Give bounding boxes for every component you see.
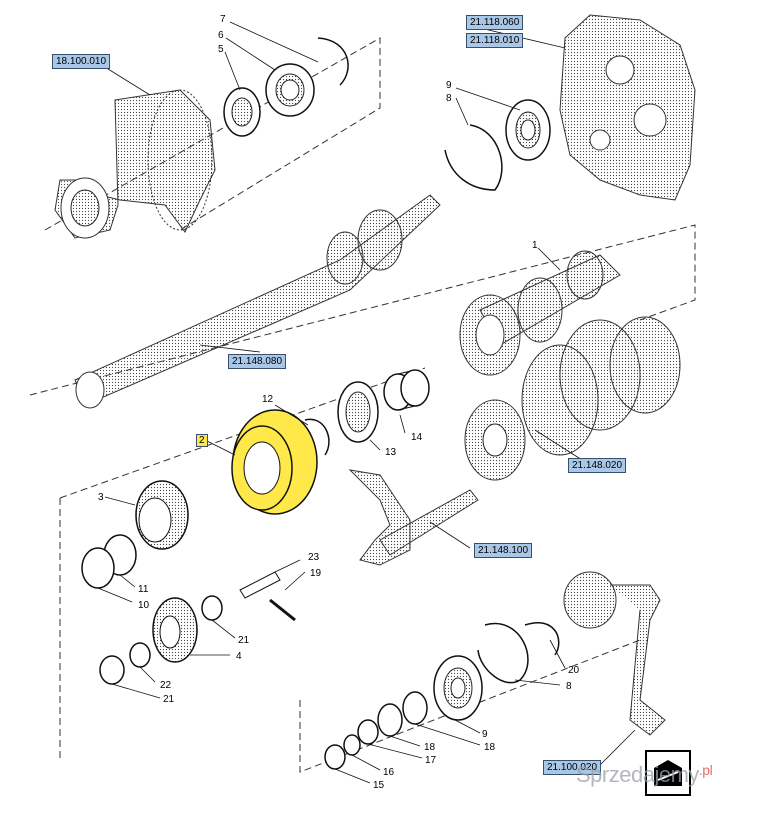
lever-assembly — [563, 571, 666, 736]
housing-left — [54, 89, 216, 239]
ref-box-18-100-010[interactable]: 18.100.010 — [52, 54, 111, 69]
callout-10: 10 — [138, 600, 150, 611]
ref-box-21-148-080[interactable]: 21.148.080 — [228, 354, 287, 369]
ref-box-21-118-060[interactable]: 21.118.060 — [466, 15, 524, 30]
watermark-text: Sprzedajemy.pl — [576, 762, 713, 788]
shift-fork-assembly — [348, 469, 479, 566]
watermark-tld: .pl — [698, 762, 713, 778]
bushing-15 — [324, 744, 346, 770]
washer-21 — [201, 595, 223, 621]
pin-23 — [239, 571, 296, 622]
clutch-disc-13 — [337, 381, 379, 443]
callout-20: 20 — [568, 665, 580, 676]
housing-plate-right — [559, 14, 696, 201]
callout-18-left: 18 — [424, 742, 436, 753]
ring-17 — [357, 719, 379, 745]
ring-10 — [81, 547, 115, 589]
callout-19: 19 — [310, 568, 322, 579]
callout-21-lower: 21 — [163, 694, 175, 705]
callout-21-upper: 21 — [238, 635, 250, 646]
ref-box-21-148-020[interactable]: 21.148.020 — [568, 458, 627, 473]
main-shaft — [74, 194, 441, 409]
callout-1: 1 — [532, 240, 538, 251]
callout-4: 4 — [236, 651, 242, 662]
cluster-gear-assembly — [464, 316, 681, 481]
bearing-9-lower — [433, 655, 483, 721]
circlip-8-lower — [477, 622, 529, 684]
callout-17: 17 — [425, 755, 437, 766]
washer-21-lower — [99, 655, 125, 685]
callout-18-right: 18 — [484, 742, 496, 753]
ref-box-21-148-100[interactable]: 21.148.100 — [474, 543, 533, 558]
ring-12 — [304, 418, 330, 456]
callout-7: 7 — [220, 14, 226, 25]
ring-16 — [343, 734, 361, 756]
ring-20 — [524, 622, 560, 656]
bushing-22 — [129, 642, 151, 668]
callout-11: 11 — [138, 584, 149, 595]
callout-9-lower: 9 — [482, 729, 488, 740]
callout-16: 16 — [383, 767, 395, 778]
gear-4 — [152, 597, 198, 663]
callout-12: 12 — [262, 394, 274, 405]
circlip-8-top — [444, 124, 503, 191]
ring-18a — [402, 691, 428, 725]
callout-8-lower: 8 — [566, 681, 572, 692]
callout-22: 22 — [160, 680, 172, 691]
countershaft-1 — [459, 250, 621, 376]
bearing-6 — [265, 63, 315, 117]
ref-box-21-100-020[interactable]: 21.100.020 — [543, 760, 602, 775]
ring-18b — [377, 703, 403, 737]
callout-15: 15 — [373, 780, 385, 791]
callout-2-selected[interactable]: 2 — [196, 434, 208, 447]
callout-6: 6 — [218, 30, 224, 41]
watermark-brand: Sprzedajemy — [576, 762, 699, 787]
synchronizer-2-highlighted — [231, 409, 318, 515]
bushing-14 — [383, 369, 430, 411]
bearing-9-top — [505, 99, 551, 161]
brand-logo-icon — [645, 750, 691, 796]
ref-box-21-118-010[interactable]: 21.118.010 — [466, 33, 524, 48]
callout-8-top: 8 — [446, 93, 452, 104]
seal-5 — [223, 87, 261, 137]
callout-14: 14 — [411, 432, 423, 443]
callout-23: 23 — [308, 552, 320, 563]
callout-3: 3 — [98, 492, 104, 503]
callout-13: 13 — [385, 447, 397, 458]
callout-5: 5 — [218, 44, 224, 55]
gear-3 — [135, 480, 189, 550]
circlip-7 — [317, 37, 349, 86]
callout-9-top: 9 — [446, 80, 452, 91]
